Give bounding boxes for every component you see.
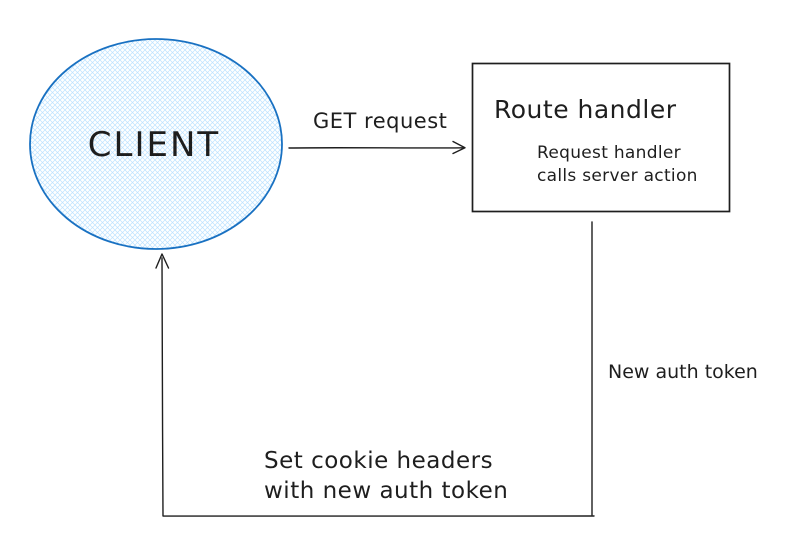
set-cookie-label-line1: Set cookie headers — [264, 448, 493, 474]
route-handler-box — [471, 62, 731, 213]
get-request-edge: GET request — [288, 109, 466, 155]
get-request-arrowhead — [452, 140, 466, 155]
set-cookie-edge: Set cookie headers with new auth token — [155, 253, 595, 517]
set-cookie-arrowhead — [155, 253, 170, 269]
route-handler-body-line2: calls server action — [537, 166, 698, 186]
client-node: CLIENT — [29, 38, 283, 250]
set-cookie-label-line2: with new auth token — [264, 478, 508, 504]
new-auth-token-label: New auth token — [608, 361, 758, 383]
new-auth-token-edge: New auth token — [591, 221, 758, 516]
get-request-label: GET request — [313, 109, 447, 133]
client-ellipse — [29, 38, 283, 250]
set-cookie-return-line — [161, 257, 595, 517]
route-handler-title: Route handler — [494, 95, 677, 124]
route-handler-node: Route handler Request handler calls serv… — [471, 62, 731, 213]
route-handler-body-line1: Request handler — [537, 143, 681, 163]
client-node-label: CLIENT — [88, 125, 220, 165]
